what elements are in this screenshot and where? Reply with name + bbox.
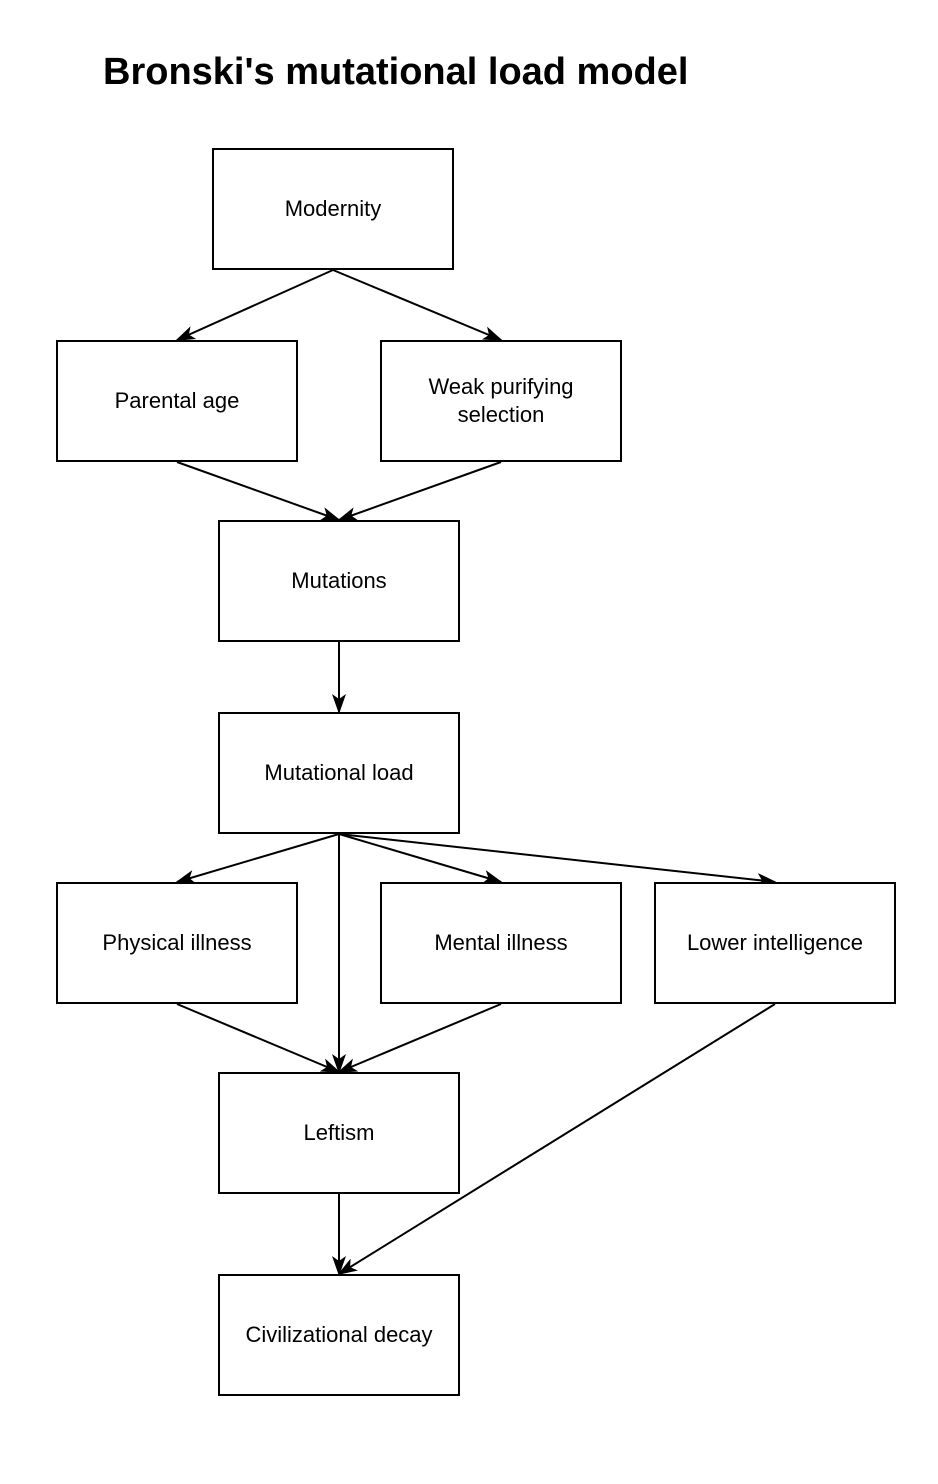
node-modernity: Modernity bbox=[212, 148, 454, 270]
arrow-modernity-to-weak-purifying-selection bbox=[332, 269, 503, 341]
node-mutations-label: Mutations bbox=[291, 568, 387, 593]
node-mutational-load-label: Mutational load bbox=[264, 760, 414, 785]
node-parental-age: Parental age bbox=[56, 340, 298, 462]
node-parental-age-label: Parental age bbox=[114, 388, 240, 413]
arrow-modernity-to-parental-age bbox=[175, 269, 334, 341]
arrow-mutational-load-to-lower-intelligence bbox=[338, 833, 777, 887]
arrow-physical-illness-to-leftism bbox=[176, 1003, 341, 1073]
node-weak-purifying-selection-label: Weak purifying selection bbox=[428, 374, 574, 427]
node-physical-illness-label: Physical illness bbox=[102, 930, 252, 955]
node-lower-intelligence: Lower intelligence bbox=[654, 882, 896, 1004]
node-civilizational-decay: Civilizational decay bbox=[218, 1274, 460, 1396]
node-leftism: Leftism bbox=[218, 1072, 460, 1194]
arrow-mental-illness-to-leftism bbox=[337, 1003, 502, 1073]
node-modernity-label: Modernity bbox=[284, 196, 382, 221]
node-mutational-load: Mutational load bbox=[218, 712, 460, 834]
arrow-parental-age-to-mutations bbox=[176, 461, 341, 521]
arrow-mutational-load-to-mental-illness bbox=[338, 833, 503, 884]
node-mental-illness-label: Mental illness bbox=[434, 930, 568, 955]
node-weak-purifying-selection: Weak purifying selection bbox=[380, 340, 622, 462]
node-leftism-label: Leftism bbox=[303, 1120, 375, 1145]
node-mental-illness: Mental illness bbox=[380, 882, 622, 1004]
node-civilizational-decay-label: Civilizational decay bbox=[245, 1322, 433, 1347]
node-mutations: Mutations bbox=[218, 520, 460, 642]
diagram-title: Bronski's mutational load model bbox=[103, 51, 689, 93]
node-lower-intelligence-label: Lower intelligence bbox=[686, 930, 864, 955]
node-physical-illness: Physical illness bbox=[56, 882, 298, 1004]
arrow-lower-intelligence-to-civilizational-decay bbox=[337, 1003, 776, 1276]
arrow-weak-purifying-selection-to-mutations bbox=[337, 461, 502, 521]
arrow-mutational-load-to-physical-illness bbox=[175, 833, 340, 884]
